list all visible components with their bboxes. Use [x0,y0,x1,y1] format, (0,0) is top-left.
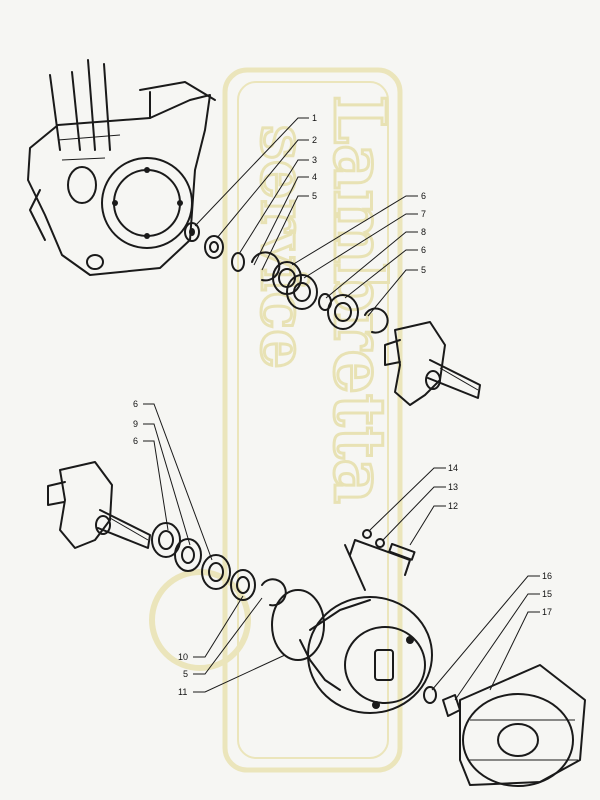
upper-leader-lines [194,117,418,317]
callout-label: 2 [312,135,317,145]
callout-label: 6 [421,245,426,255]
stator-plate-drawing [299,539,433,714]
callout-label: 14 [448,463,458,473]
callout-label: 10 [178,652,188,662]
screw-washers-drawing [362,529,416,561]
crankcase-drawing [27,59,216,276]
callout-label: 16 [542,571,552,581]
callout-label: 6 [133,399,138,409]
lower-right-callouts: 14 13 12 16 15 17 [448,463,552,617]
watermark-logo: Lambretta service [149,67,403,773]
callout-label: 5 [421,265,426,275]
callout-label: 12 [448,501,458,511]
callout-label: 4 [312,172,317,182]
upper-parts-drawing [184,222,389,334]
callout-label: 1 [312,113,317,123]
watermark-line2: service [247,125,320,369]
flywheel-drawing [423,664,586,787]
upper-callouts: 1 2 3 4 5 6 7 8 6 5 [312,113,426,275]
callout-label: 9 [133,419,138,429]
callout-label: 7 [421,209,426,219]
callout-label: 17 [542,607,552,617]
lower-left-callouts: 6 9 6 10 5 11 [133,399,188,697]
callout-label: 11 [178,687,187,697]
callout-label: 6 [421,191,426,201]
callout-label: 8 [421,227,426,237]
crankshaft-left-drawing [47,461,151,549]
callout-label: 5 [183,669,188,679]
callout-label: 13 [448,482,458,492]
callout-label: 3 [312,155,317,165]
callout-label: 15 [542,589,552,599]
callout-label: 5 [312,191,317,201]
crankshaft-right-drawing [384,321,481,406]
lower-right-leader-lines [369,467,540,701]
lower-parts-drawing [151,522,325,661]
callout-label: 6 [133,436,138,446]
lower-left-leader-lines [143,403,286,693]
